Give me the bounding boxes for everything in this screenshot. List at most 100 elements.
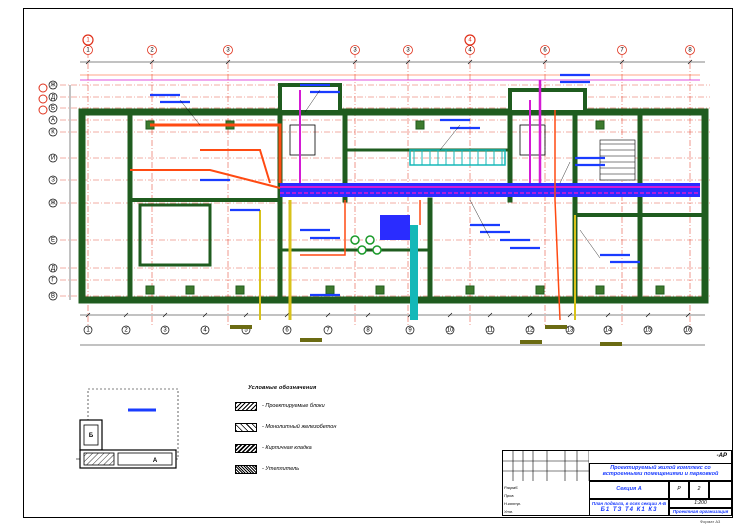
axis-bubble xyxy=(48,153,58,163)
dimension-tick xyxy=(487,312,493,318)
dimension-tick xyxy=(447,312,453,318)
axis-label: 14 xyxy=(605,328,612,334)
axis-label: 1 xyxy=(86,328,90,334)
role-row: Разраб. xyxy=(504,485,519,490)
pump xyxy=(365,235,375,245)
dimension-tick xyxy=(542,59,548,65)
axis-bubble xyxy=(48,80,58,90)
cyan-duct xyxy=(409,149,506,166)
hatch-swatch-blocks xyxy=(235,402,257,411)
axis-bubble xyxy=(223,45,233,55)
stage-cell: Р xyxy=(669,481,689,499)
air-handler xyxy=(380,215,410,240)
axis-label: 12 xyxy=(527,328,534,334)
role-rows: Разраб. Пров. Н.контр. Утв. xyxy=(503,485,589,517)
axis-label: 1 xyxy=(86,48,90,54)
axis-bubble xyxy=(48,263,58,273)
sheet-no-cell: 2 xyxy=(689,481,709,499)
axis-label: 1 xyxy=(86,38,90,44)
sheet-frame xyxy=(23,8,733,518)
elevator xyxy=(519,124,546,156)
axis-bubble xyxy=(48,275,58,285)
axis-bubble xyxy=(685,45,695,55)
axis-bubble xyxy=(48,127,58,137)
pipe xyxy=(150,123,282,183)
column xyxy=(185,285,195,295)
axis-bubble xyxy=(160,325,170,335)
legend-item-label: - Монолитный железобетон xyxy=(262,424,337,430)
dimension-tick xyxy=(85,312,91,318)
shaft xyxy=(508,88,587,114)
sheets-total-cell xyxy=(709,481,732,499)
role-row: Утв. xyxy=(504,509,514,514)
axis-label: 10 xyxy=(447,328,454,334)
axis-label: 3 xyxy=(226,48,230,54)
column xyxy=(235,285,245,295)
dimension-tick xyxy=(619,59,625,65)
axis-label: 6 xyxy=(543,48,547,54)
axis-label: 8 xyxy=(688,48,692,54)
axis-label: 3 xyxy=(353,48,357,54)
elevator xyxy=(289,124,316,156)
riser-tag xyxy=(230,325,252,329)
column xyxy=(465,285,475,295)
axis-label: А xyxy=(51,118,55,124)
axis-bubble xyxy=(48,235,58,245)
dimension-tick xyxy=(365,312,371,318)
axis-bubble xyxy=(48,291,58,301)
dimension-tick xyxy=(605,312,611,318)
axis-label: 16 xyxy=(685,328,692,334)
axis-label: 5 xyxy=(244,328,248,334)
axis-label: 2 xyxy=(150,48,154,54)
sheet-code: -АР xyxy=(716,453,727,459)
axis-label: З xyxy=(51,178,55,184)
legend-item-label: - Проектируемые блоки xyxy=(262,403,325,409)
axis-label: 3 xyxy=(163,328,167,334)
pump xyxy=(372,245,382,255)
dimension-tick xyxy=(225,59,231,65)
leader-line xyxy=(559,161,571,184)
hatch-swatch-brick xyxy=(235,444,257,453)
column xyxy=(595,120,605,130)
axis-bubble xyxy=(48,198,58,208)
dimension-tick xyxy=(162,312,168,318)
axis-label: 4 xyxy=(203,328,207,334)
dimension-tick xyxy=(567,312,573,318)
axis-bubble xyxy=(405,325,415,335)
format-note: Формат А3 xyxy=(700,519,721,524)
dimension-tick xyxy=(352,59,358,65)
sheet-name-cell: Секция А xyxy=(589,481,669,499)
axis-bubble xyxy=(83,325,93,335)
pump xyxy=(350,235,360,245)
pipe xyxy=(300,200,346,256)
pipe xyxy=(554,110,561,321)
pipe xyxy=(200,149,271,184)
company-cell: Проектная организация xyxy=(669,508,732,516)
axis-label: Д xyxy=(51,95,55,101)
sheet-description: План подвала, в осях секции А-Б xyxy=(591,500,667,506)
axis-bubble xyxy=(82,34,94,46)
hatch-swatch-insulation xyxy=(235,465,257,474)
legend-item: - Кирпичная кладка xyxy=(230,444,410,456)
sheet-number: 2 xyxy=(697,486,701,493)
leader-line xyxy=(469,199,491,239)
shaft xyxy=(278,83,342,114)
dimension-tick xyxy=(284,312,290,318)
cyan-riser xyxy=(410,225,418,320)
column xyxy=(375,285,385,295)
dimension-tick xyxy=(527,312,533,318)
axis-label: 9 xyxy=(408,328,412,334)
dimension-tick xyxy=(202,312,208,318)
stage: Р xyxy=(677,486,681,493)
column xyxy=(145,285,155,295)
axis-label: Ж xyxy=(50,201,56,207)
riser-tag xyxy=(520,340,542,344)
axis-label: Б xyxy=(51,106,55,112)
axis-label: 8 xyxy=(366,328,370,334)
axis-label: 13 xyxy=(567,328,574,334)
column xyxy=(325,285,335,295)
axis-bubble xyxy=(147,45,157,55)
dimension-tick xyxy=(645,312,651,318)
